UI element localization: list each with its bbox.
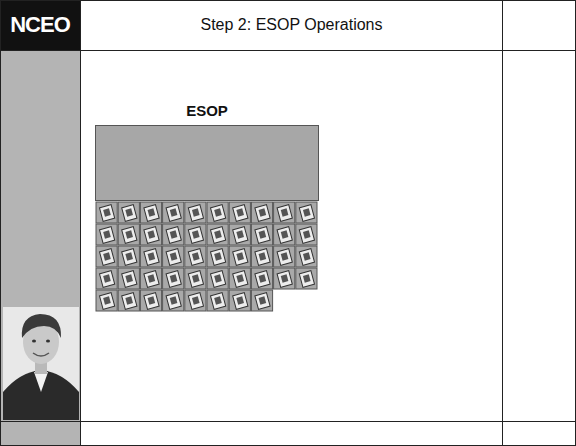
share-icon [229, 246, 250, 267]
share-icon [96, 202, 117, 223]
share-icon [251, 224, 272, 245]
share-icon [96, 246, 117, 267]
share-icon [251, 246, 272, 267]
box-heading: ESOP [95, 100, 319, 122]
share-icon [251, 202, 272, 223]
share-icon [118, 224, 139, 245]
share-icon [140, 268, 161, 289]
share-icon [163, 246, 184, 267]
share-icon [296, 268, 317, 289]
share-icon [296, 224, 317, 245]
share-icon [140, 224, 161, 245]
share-icon [207, 290, 228, 311]
share-icon [118, 202, 139, 223]
share-icon [207, 268, 228, 289]
share-icon [229, 290, 250, 311]
share-icon [140, 290, 161, 311]
share-icon [163, 202, 184, 223]
share-icon [118, 290, 139, 311]
share-icon [185, 290, 206, 311]
share-icon [163, 268, 184, 289]
share-icon [296, 202, 317, 223]
share-icon [118, 268, 139, 289]
share-icon [251, 268, 272, 289]
share-icon [96, 268, 117, 289]
share-icon [229, 202, 250, 223]
share-icon [96, 290, 117, 311]
share-icon [185, 224, 206, 245]
share-icon [296, 246, 317, 267]
share-icon [229, 268, 250, 289]
share-icon [140, 246, 161, 267]
share-icon [163, 290, 184, 311]
share-icon [118, 246, 139, 267]
esop-box: ESOP [95, 100, 319, 201]
share-icon [207, 202, 228, 223]
sidebar-line [80, 0, 81, 446]
slide-title: Step 2: ESOP Operations [200, 16, 382, 34]
share-icon [274, 224, 295, 245]
share-icon [185, 268, 206, 289]
sidebar [0, 50, 80, 446]
share-icon [251, 290, 272, 311]
share-icon [185, 246, 206, 267]
share-icon [96, 224, 117, 245]
share-icon [229, 224, 250, 245]
share-icon [274, 202, 295, 223]
share-icon [207, 246, 228, 267]
presenter-photo [3, 307, 79, 420]
share-icon [207, 224, 228, 245]
footer-line [0, 421, 576, 422]
share-icon [163, 224, 184, 245]
right-column-line [502, 0, 503, 446]
header-line [0, 50, 576, 51]
share-icon [185, 202, 206, 223]
logo-text: NCEO [10, 12, 70, 38]
share-icon [274, 246, 295, 267]
box-fill [95, 125, 319, 201]
logo-ground [0, 0, 80, 50]
share-icon [274, 268, 295, 289]
share-icon [140, 202, 161, 223]
